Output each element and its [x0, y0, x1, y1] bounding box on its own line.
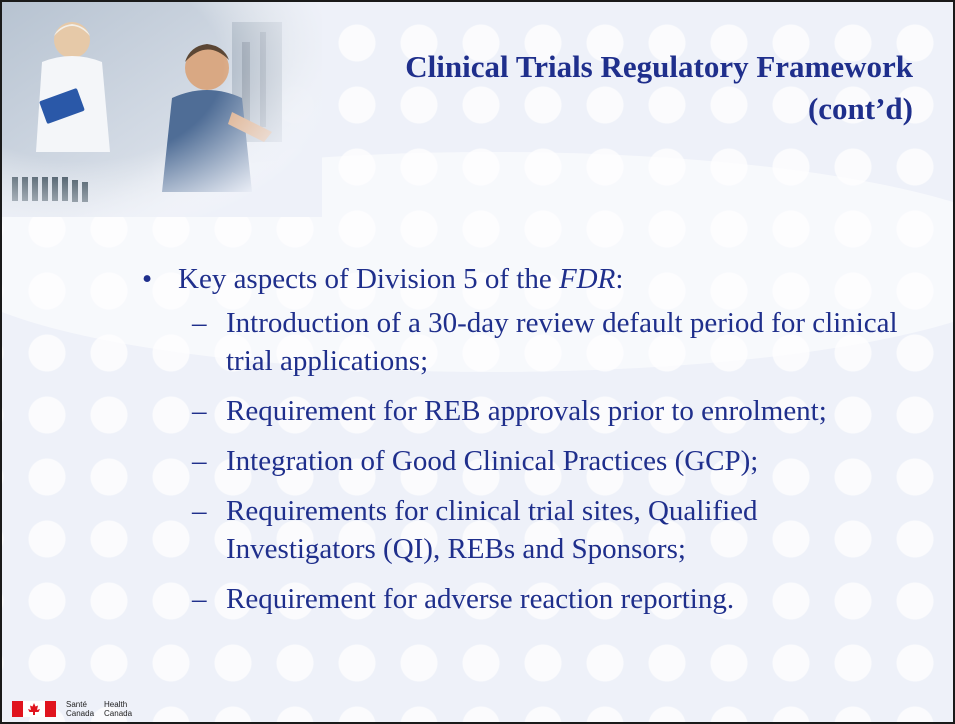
sub-bullet-list: –Introduction of a 30-day review default…: [142, 304, 902, 618]
health-canada-logo: Santé Canada Health Canada: [12, 700, 142, 718]
dash-marker: –: [192, 395, 207, 427]
dash-marker: –: [192, 307, 207, 339]
bullet-text-after: :: [615, 263, 624, 295]
sub-bullet-item: –Introduction of a 30-day review default…: [142, 304, 902, 380]
sub-bullet-item: –Requirements for clinical trial sites, …: [142, 492, 902, 568]
sub-bullet-text: Requirement for REB approvals prior to e…: [226, 395, 827, 427]
bullet-text-emphasis: FDR: [558, 263, 616, 295]
dash-marker: –: [192, 583, 207, 615]
main-bullet: • Key aspects of Division 5 of the FDR:: [142, 260, 902, 298]
canada-flag-icon: [12, 701, 56, 717]
logo-fr-line1: Santé: [66, 700, 87, 709]
sub-bullet-text: Introduction of a 30-day review default …: [226, 307, 898, 377]
sub-bullet-item: –Requirement for adverse reaction report…: [142, 580, 902, 618]
slide-content: • Key aspects of Division 5 of the FDR: …: [142, 260, 902, 630]
logo-wordmark: Santé Canada Health Canada: [66, 700, 142, 718]
sub-bullet-text: Requirement for adverse reaction reporti…: [226, 583, 735, 615]
title-line-2: (cont’d): [807, 91, 913, 126]
sub-bullet-text: Integration of Good Clinical Practices (…: [226, 445, 759, 477]
logo-en-line2: Canada: [104, 709, 133, 718]
bullet-marker: •: [142, 263, 153, 295]
title-line-1: Clinical Trials Regulatory Framework: [405, 49, 913, 84]
dash-marker: –: [192, 445, 207, 477]
lab-photo-image: [2, 2, 322, 217]
logo-en-line1: Health: [104, 700, 128, 709]
sub-bullet-item: –Requirement for REB approvals prior to …: [142, 392, 902, 430]
sub-bullet-item: –Integration of Good Clinical Practices …: [142, 442, 902, 480]
logo-fr-line2: Canada: [66, 709, 95, 718]
dash-marker: –: [192, 495, 207, 527]
bullet-text-before: Key aspects of Division 5 of the: [178, 263, 559, 295]
sub-bullet-text: Requirements for clinical trial sites, Q…: [226, 495, 758, 565]
slide-title: Clinical Trials Regulatory Framework (co…: [273, 46, 913, 130]
